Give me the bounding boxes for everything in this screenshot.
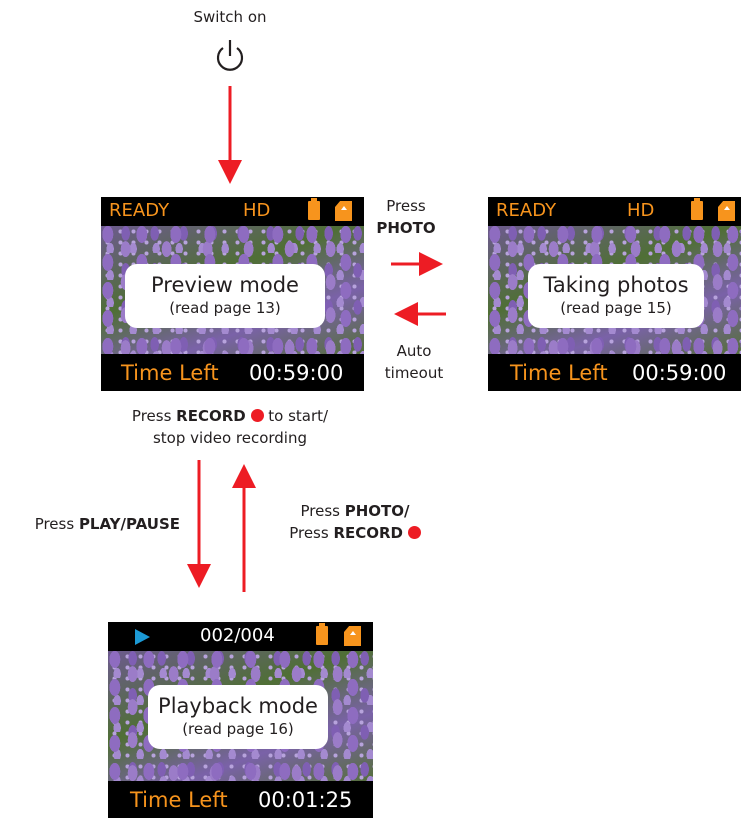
photo-screen: READY HD Taking photos (read page 15) Ti… [488, 197, 741, 391]
power-icon [216, 40, 244, 71]
preview-screen: READY HD Preview mode (read page 13) Tim… [101, 197, 364, 391]
mode-title: Playback mode [158, 694, 318, 718]
back-label: Press PHOTO/ Press RECORD [270, 500, 440, 544]
status-ready: READY [496, 200, 557, 221]
time-bar: Time Left 00:59:00 [101, 354, 364, 391]
battery-icon [308, 198, 320, 220]
mode-subtitle: (read page 16) [182, 720, 294, 738]
mode-title: Preview mode [151, 273, 299, 297]
switch-on-label: Switch on [193, 8, 267, 26]
time-left-value: 00:01:25 [258, 788, 353, 812]
record-dot-icon [407, 526, 421, 539]
mode-card: Preview mode (read page 13) [125, 264, 325, 328]
time-bar: Time Left 00:59:00 [488, 354, 741, 391]
status-hd: HD [627, 200, 655, 221]
auto-timeout-label: Auto timeout [384, 342, 444, 382]
time-left-label: Time Left [510, 361, 608, 385]
play-icon [135, 629, 150, 645]
time-left-label: Time Left [130, 788, 228, 812]
preview-image: Preview mode (read page 13) [101, 226, 364, 354]
mode-card: Taking photos (read page 15) [528, 264, 704, 328]
sd-card-icon [344, 626, 361, 646]
playback-image: Playback mode (read page 16) [108, 651, 373, 781]
record-dot-icon [250, 409, 264, 422]
time-bar: Time Left 00:01:25 [108, 781, 373, 818]
sd-card-icon [718, 201, 735, 221]
record-label: Press RECORD to start/ stop video record… [131, 407, 329, 447]
time-left-label: Time Left [121, 361, 219, 385]
status-bar: READY HD [101, 197, 364, 226]
status-bar: 002/004 [108, 622, 373, 651]
battery-icon [691, 198, 703, 220]
status-hd: HD [243, 200, 271, 221]
time-left-value: 00:59:00 [632, 361, 727, 385]
status-bar: READY HD [488, 197, 741, 226]
clip-counter: 002/004 [200, 625, 275, 646]
photo-image: Taking photos (read page 15) [488, 226, 741, 354]
mode-subtitle: (read page 15) [560, 299, 672, 317]
sd-card-icon [335, 201, 352, 221]
playback-screen: 002/004 Playback mode (read page 16) Tim… [108, 622, 373, 818]
mode-title: Taking photos [543, 273, 689, 297]
mode-subtitle: (read page 13) [169, 299, 281, 317]
play-pause-label: Press PLAY/PAUSE [34, 515, 180, 533]
battery-icon [316, 623, 328, 645]
time-left-value: 00:59:00 [249, 361, 344, 385]
mode-card: Playback mode (read page 16) [148, 685, 328, 749]
press-photo-label: Press PHOTO [376, 197, 436, 237]
status-ready: READY [109, 200, 170, 221]
